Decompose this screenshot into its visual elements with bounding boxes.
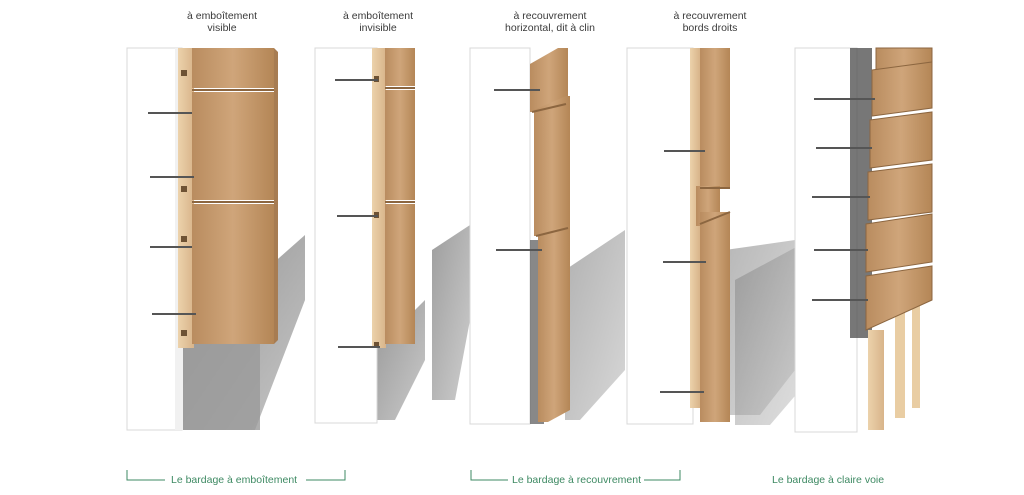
nail-icon (812, 98, 875, 301)
panel-emboitement-invisible (314, 47, 425, 424)
batten-edge (868, 330, 884, 430)
board-edge (178, 48, 194, 348)
board-3 (538, 224, 570, 422)
board-2 (192, 92, 274, 200)
batten (895, 300, 905, 418)
label-recouvrement-clin: à recouvrement horizontal, dit à clin (480, 10, 620, 34)
batten (912, 290, 920, 408)
group-label-emboitement: Le bardage à emboîtement (171, 474, 298, 486)
board-1 (385, 48, 415, 86)
label-line: visible (207, 22, 237, 34)
label-line: à emboîtement (342, 10, 414, 22)
cast-shadow (735, 245, 800, 425)
panel-recouvrement-clin (432, 47, 625, 425)
board-2 (534, 96, 570, 236)
label-line: à recouvrement (513, 10, 587, 22)
nail-icon (148, 112, 196, 315)
label-line: à emboîtement (186, 10, 258, 22)
board-2 (385, 90, 415, 200)
wall (794, 47, 858, 433)
board-edge (372, 48, 386, 348)
panel-claire-voie (735, 47, 933, 433)
panel-emboitement-visible (126, 47, 305, 431)
board-3 (192, 204, 274, 344)
label-emboitement-visible: à emboîtement visible (162, 10, 282, 34)
label-emboitement-invisible: à emboîtement invisible (318, 10, 438, 34)
wall (314, 47, 378, 424)
label-line: à recouvrement (673, 10, 747, 22)
label-line: bords droits (682, 22, 738, 34)
cast-shadow (432, 225, 470, 400)
group-label-claire-voie: Le bardage à claire voie (772, 474, 885, 486)
nail-icon (494, 89, 542, 251)
label-line: horizontal, dit à clin (505, 22, 595, 34)
bracket-emboitement (126, 470, 346, 481)
nail-icon (660, 150, 706, 393)
board-1 (192, 48, 274, 88)
board-edge (690, 48, 700, 408)
wall (126, 47, 183, 431)
wall (469, 47, 531, 425)
board-1 (530, 48, 568, 112)
cast-shadow-right (565, 230, 625, 420)
label-recouvrement-bords-droits: à recouvrement bords droits (650, 10, 770, 34)
group-label-recouvrement: Le bardage à recouvrement (512, 474, 641, 486)
slats (865, 47, 933, 331)
board-3 (385, 204, 415, 344)
board-3 (700, 212, 730, 422)
label-line: invisible (359, 22, 397, 34)
nail-icon (335, 79, 380, 348)
board-1 (700, 48, 730, 188)
bracket-recouvrement (470, 470, 681, 481)
wall (626, 47, 694, 425)
